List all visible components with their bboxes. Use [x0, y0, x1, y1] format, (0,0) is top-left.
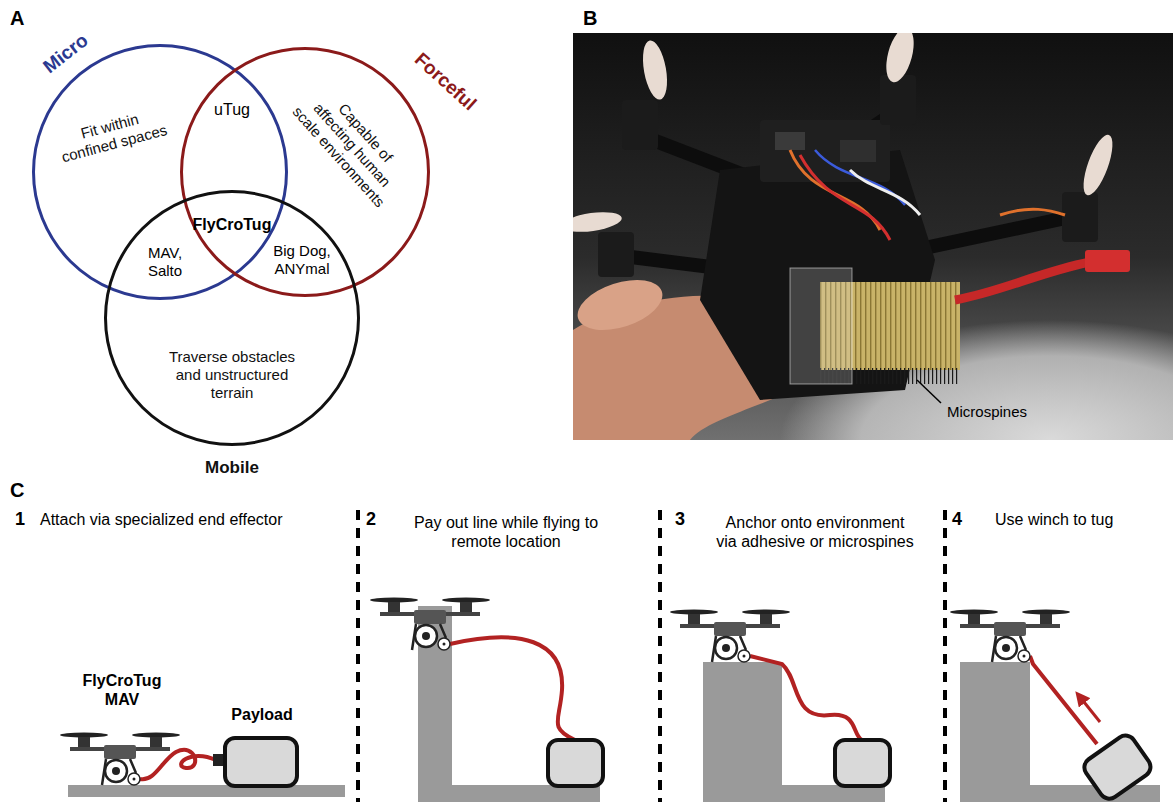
step-caption: Use winch to tug: [995, 510, 1113, 529]
circle-description: Fit within confined spaces: [53, 103, 171, 167]
wall: [960, 662, 1160, 802]
venn-circle: MicroFit within confined spaces: [32, 44, 288, 300]
wire: [800, 155, 890, 240]
tether: [750, 656, 862, 740]
flight-board: [760, 120, 890, 182]
region-label: Big Dog, ANYmal: [264, 242, 340, 278]
connector: [1085, 250, 1130, 272]
step-number: 1: [15, 509, 25, 531]
dashed-separator: [356, 510, 360, 802]
step-caption: Attach via specialized end effector: [40, 510, 283, 529]
circle-description: Fit within confined spaces: [53, 103, 171, 167]
circle-outline: [182, 49, 429, 296]
region-label: FlyCroTug: [193, 215, 272, 234]
step-number: 4: [952, 509, 962, 531]
panel-letter: B: [583, 6, 597, 30]
tether: [450, 637, 575, 740]
circle-title: Mobile: [205, 458, 259, 478]
photo: [573, 33, 1173, 440]
step-caption: Attach via specialized end effector: [40, 510, 283, 529]
circle-description: Capable of affecting human scale environ…: [288, 79, 415, 212]
circle-description: Capable of affecting human scale environ…: [288, 79, 415, 212]
drone-arm: [915, 215, 1080, 250]
region-label: uTug: [214, 100, 250, 119]
payload-box: [548, 740, 603, 786]
step-caption: Use winch to tug: [995, 510, 1113, 529]
circle-description: Traverse obstacles and unstructured terr…: [165, 348, 300, 402]
circle-description: Traverse obstacles and unstructured terr…: [165, 348, 300, 402]
region-label: MAV, Salto: [137, 244, 193, 280]
step-caption: Anchor onto environment via adhesive or …: [715, 513, 915, 551]
dashed-separator: [658, 510, 662, 802]
venn-circle: ForcefulCapable of affecting human scale…: [180, 47, 430, 297]
panel-letter: A: [10, 6, 24, 30]
region-label: FlyCroTug: [193, 215, 272, 234]
payload-box: [835, 740, 890, 786]
motor: [1062, 192, 1098, 242]
payload-box: [1080, 732, 1154, 802]
part-label: FlyCroTug MAV: [72, 671, 172, 709]
panel-letter: C: [10, 478, 24, 502]
circle-title: Mobile: [205, 458, 259, 478]
region-label: Big Dog, ANYmal: [264, 242, 340, 278]
drone-icon: [60, 733, 180, 786]
payload-tilted: [1080, 732, 1154, 802]
step-caption: Pay out line while flying to remote loca…: [396, 513, 616, 551]
circle-outline: [32, 44, 288, 300]
chip: [775, 132, 805, 150]
panel-letter: C: [10, 478, 24, 502]
chip: [840, 140, 876, 162]
step-number: 2: [366, 509, 376, 531]
step-number: 4: [952, 509, 962, 531]
callout-label: Microspines: [947, 403, 1027, 421]
tether: [140, 750, 216, 779]
drone-icon: [370, 598, 490, 651]
payload-box: [225, 738, 297, 786]
step-number: 3: [675, 509, 685, 531]
part-label: Payload: [231, 705, 292, 724]
drone-icon: [670, 610, 790, 663]
wire: [1000, 209, 1065, 215]
panel-letter: B: [583, 6, 597, 30]
wire: [850, 170, 920, 215]
circle-title: Forceful: [410, 48, 481, 115]
region-label: MAV, Salto: [137, 244, 193, 280]
panel-letter: A: [10, 6, 24, 30]
propeller-blade: [639, 39, 671, 102]
step-caption: Anchor onto environment via adhesive or …: [715, 513, 915, 551]
red-cable: [955, 262, 1090, 300]
circle-outline: [106, 192, 359, 445]
motor: [880, 75, 916, 125]
propeller-blade: [1078, 132, 1119, 199]
step-number: 2: [366, 509, 376, 531]
drone-icon: [950, 610, 1070, 663]
propeller-blade: [573, 209, 623, 235]
part-label: Payload: [231, 705, 292, 724]
motor: [598, 232, 634, 277]
region-label: uTug: [214, 100, 250, 119]
callout-label: Microspines: [947, 403, 1027, 421]
step-number: 3: [675, 509, 685, 531]
leader-line: [917, 380, 941, 403]
acrylic-housing: [790, 268, 852, 384]
thumb: [573, 270, 669, 339]
part-label: FlyCroTug MAV: [72, 671, 172, 709]
circle-outline: [34, 46, 287, 299]
tether: [1030, 656, 1097, 744]
ground: [68, 785, 345, 797]
propeller-blade: [881, 33, 919, 85]
step-caption: Pay out line while flying to remote loca…: [396, 513, 616, 551]
circle-title: Forceful: [410, 48, 481, 115]
tug-arrow: [1080, 697, 1100, 722]
motor: [622, 100, 658, 150]
dashed-separator: [943, 510, 947, 802]
step-number: 1: [15, 509, 25, 531]
